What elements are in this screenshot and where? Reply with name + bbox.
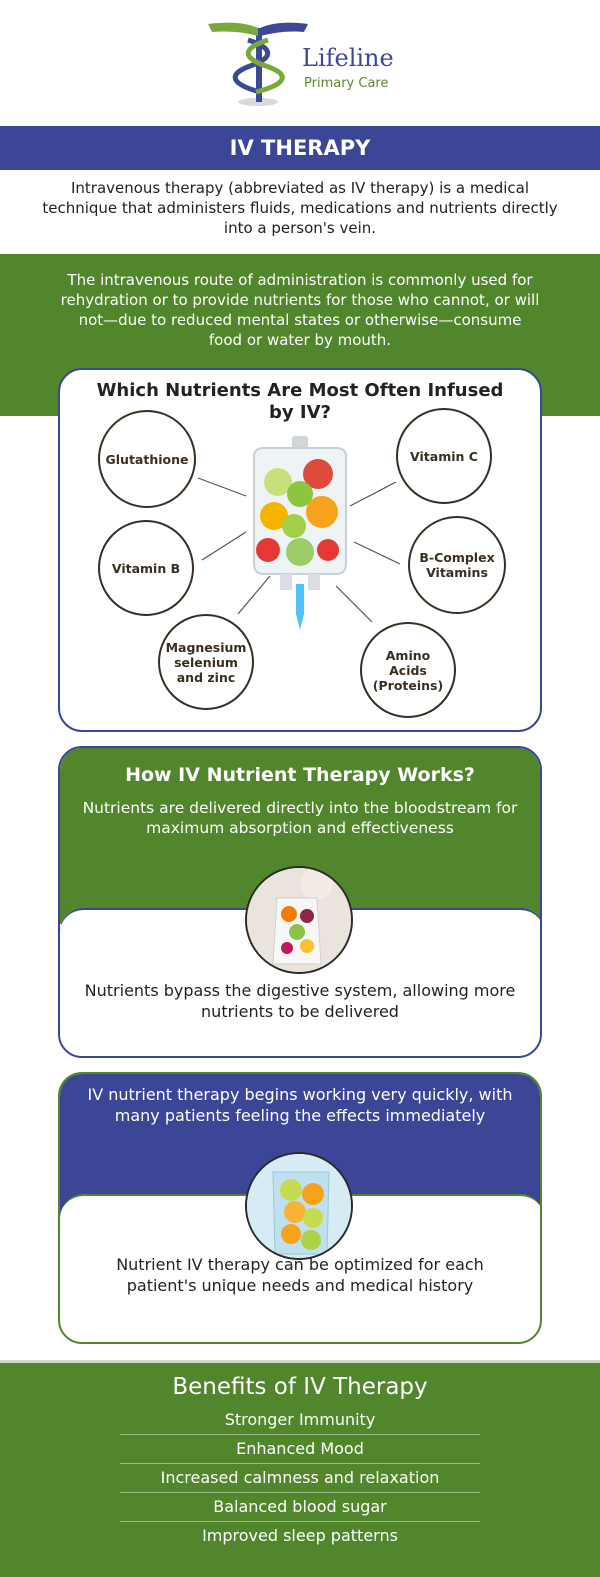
connector-lines bbox=[197, 477, 401, 623]
benefit-item: Increased calmness and relaxation bbox=[120, 1464, 480, 1493]
citrus-in-water-icon bbox=[245, 1152, 353, 1260]
how-title: How IV Nutrient Therapy Works? bbox=[125, 764, 475, 786]
nutrients-title: Which Nutrients Are Most Often Infused b… bbox=[96, 380, 504, 423]
nutrient-b-complex: B-Complex Vitamins bbox=[408, 516, 506, 614]
benefits-title: Benefits of IV Therapy bbox=[172, 1374, 428, 1400]
how-text-delivery: Nutrients are delivered directly into th… bbox=[82, 799, 518, 837]
benefit-item: Stronger Immunity bbox=[120, 1406, 480, 1435]
how-text-bypass: Nutrients bypass the digestive system, a… bbox=[84, 981, 516, 1021]
quick-text-optimized: Nutrient IV therapy can be optimized for… bbox=[116, 1255, 484, 1295]
benefit-item: Enhanced Mood bbox=[120, 1435, 480, 1464]
title-bar: IV THERAPY bbox=[0, 126, 600, 170]
route-text: The intravenous route of administration … bbox=[60, 271, 540, 349]
caduceus-logo-icon bbox=[208, 22, 308, 106]
quick-text-speed: IV nutrient therapy begins working very … bbox=[87, 1085, 513, 1125]
intro-text: Intravenous therapy (abbreviated as IV t… bbox=[42, 179, 558, 237]
iv-bag-with-fruits-icon bbox=[253, 436, 347, 630]
hand-holding-iv-bag-icon bbox=[245, 866, 353, 974]
page-title: IV THERAPY bbox=[229, 136, 371, 160]
benefit-item: Balanced blood sugar bbox=[120, 1493, 480, 1522]
brand-name: Lifeline bbox=[302, 44, 394, 72]
nutrient-magnesium: Magnesium selenium and zinc bbox=[158, 614, 254, 710]
nutrient-amino-acids: Amino Acids (Proteins) bbox=[360, 622, 456, 718]
nutrient-glutathione: Glutathione bbox=[98, 410, 196, 508]
brand-subtitle: Primary Care bbox=[304, 76, 389, 91]
benefits-section bbox=[0, 1360, 600, 1577]
benefit-item: Improved sleep patterns bbox=[202, 1526, 398, 1545]
how-card bbox=[58, 746, 542, 1058]
nutrient-vitamin-c: Vitamin C bbox=[396, 408, 492, 504]
nutrient-vitamin-b: Vitamin B bbox=[98, 520, 194, 616]
